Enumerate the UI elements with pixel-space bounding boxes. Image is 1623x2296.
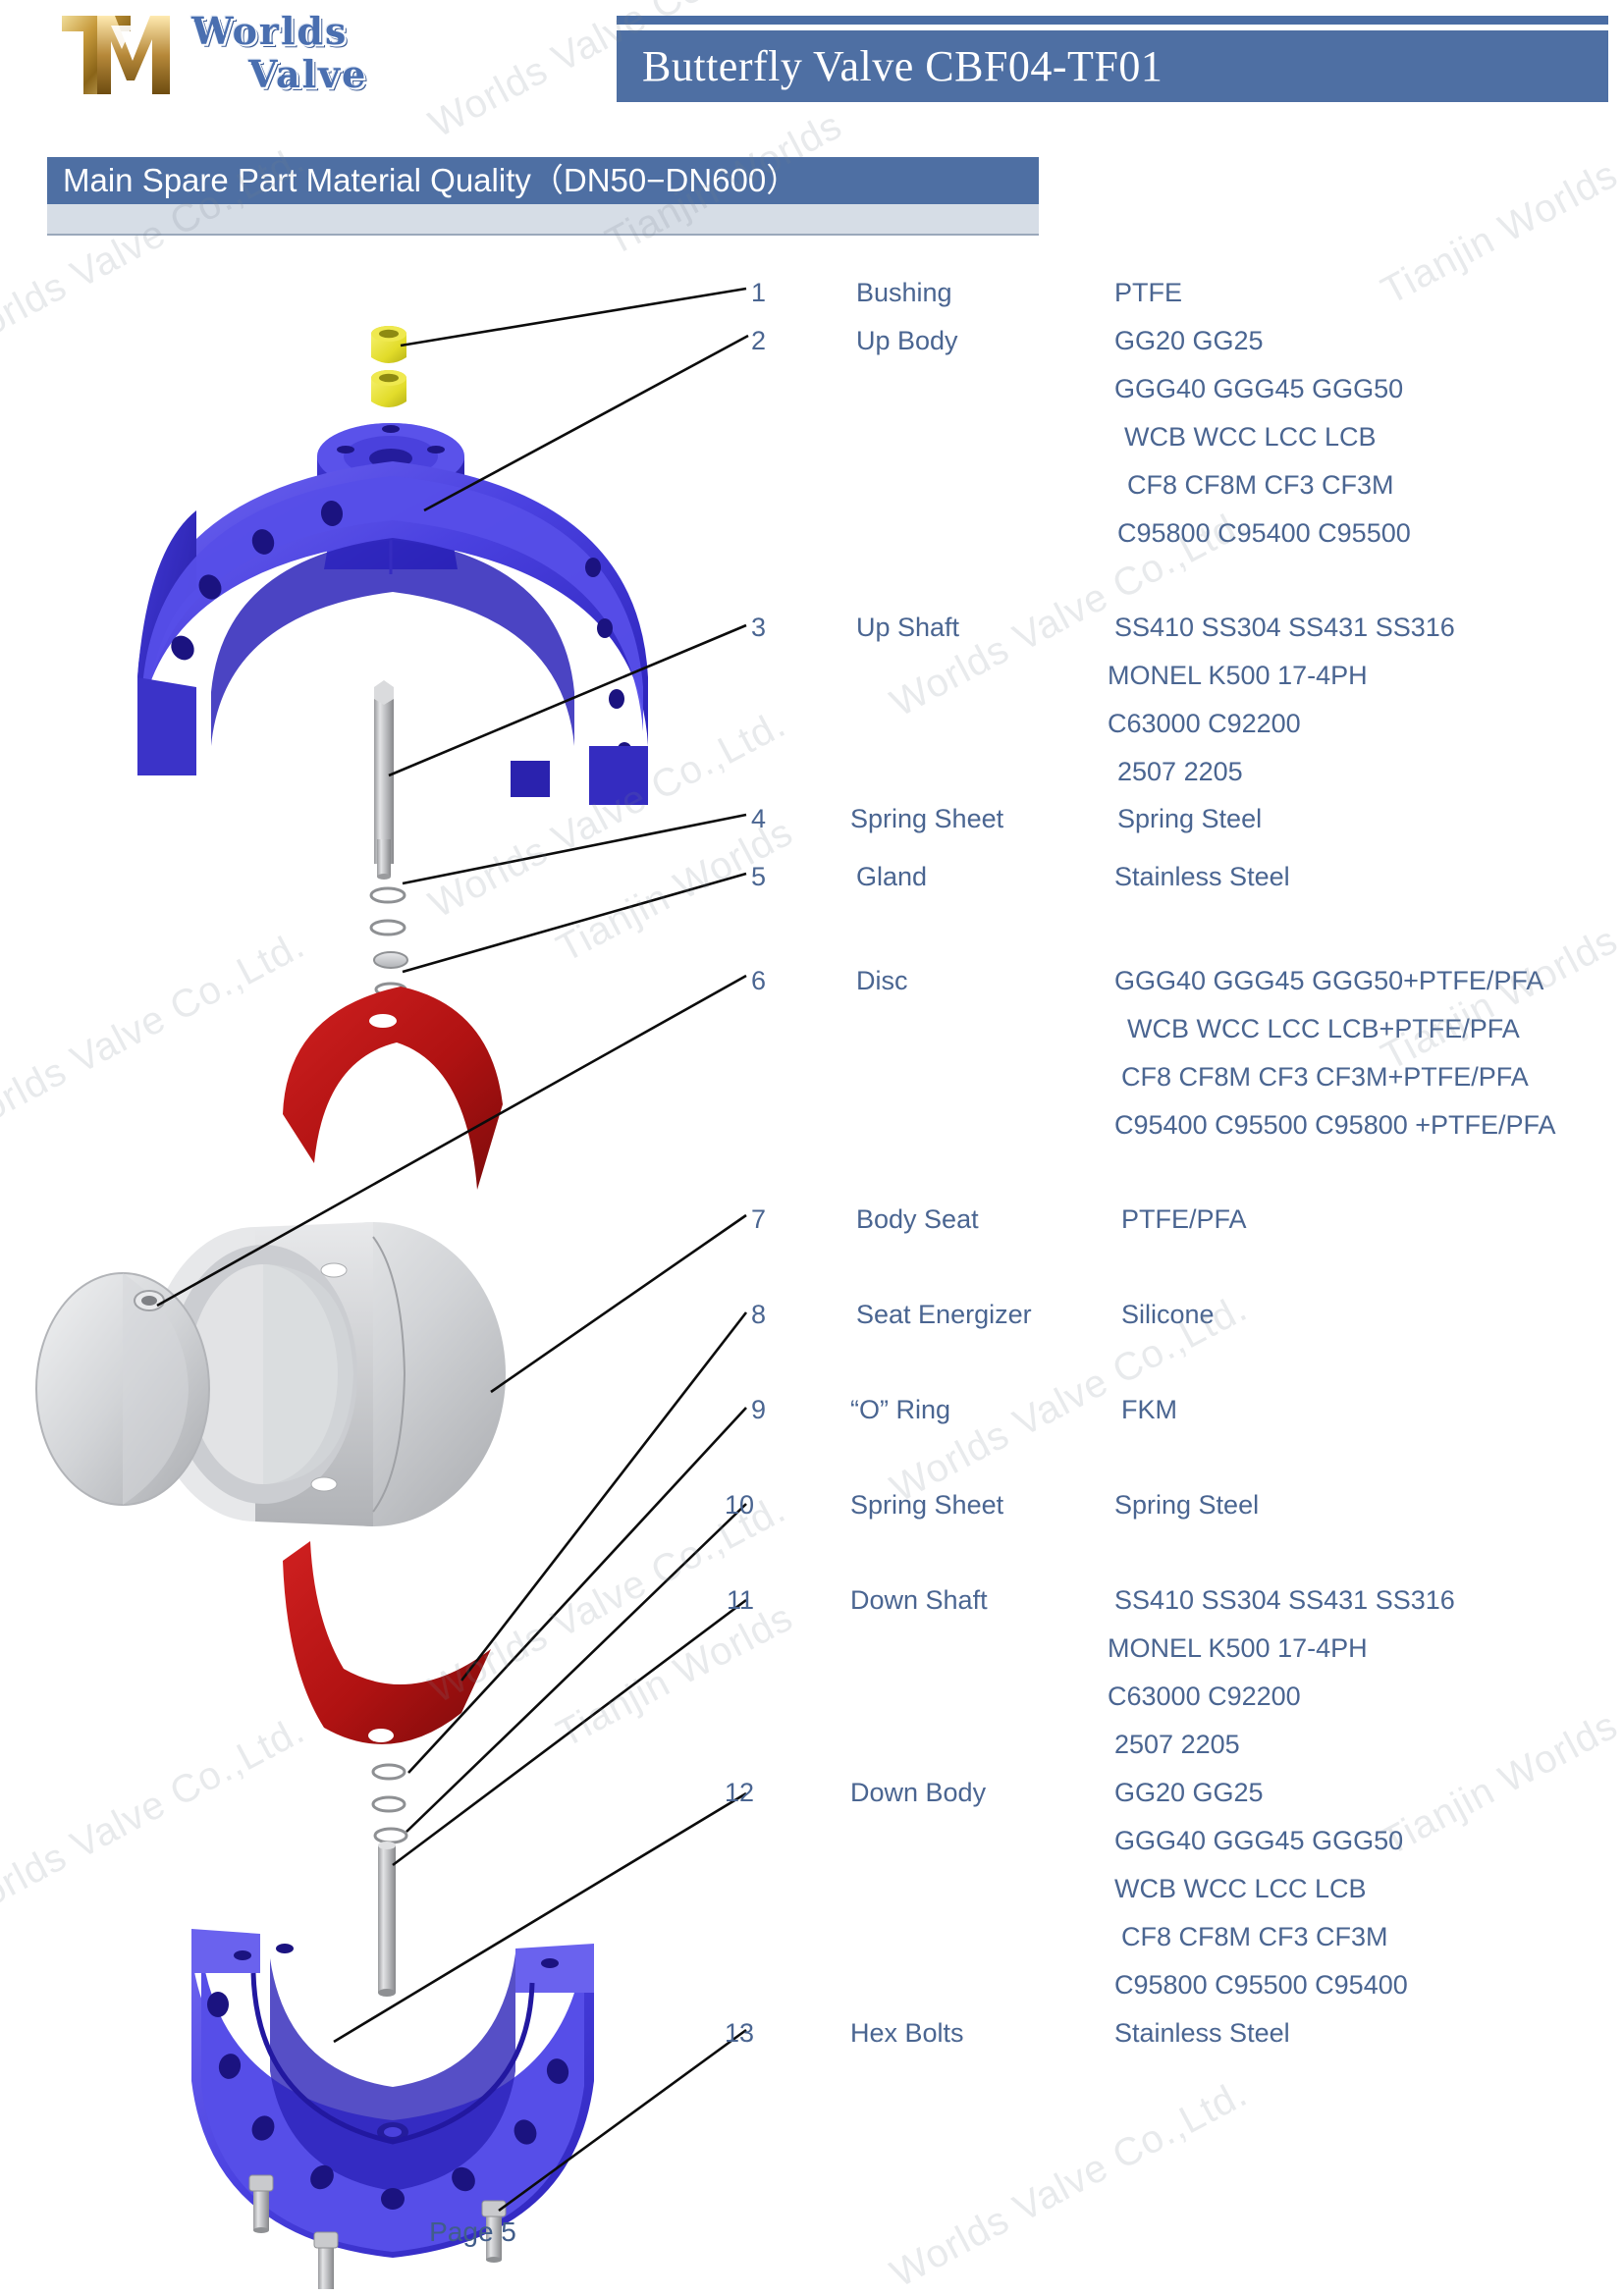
part-material-2-2: WCB WCC LCC LCB — [1124, 422, 1377, 452]
part-number-8: 8 — [750, 1300, 766, 1329]
section-underline — [47, 234, 1039, 236]
part-material-3-0: SS410 SS304 SS431 SS316 — [1114, 613, 1455, 642]
part-name-4: Spring Sheet — [850, 804, 1004, 833]
part-number-9: 9 — [750, 1395, 766, 1424]
part-material-8-0: Silicone — [1121, 1300, 1215, 1329]
part-material-12-1: GGG40 GGG45 GGG50 — [1114, 1826, 1404, 1855]
bushing-part-bottom — [371, 370, 406, 407]
part-material-11-0: SS410 SS304 SS431 SS316 — [1114, 1585, 1455, 1615]
hex-bolt-part-2 — [313, 2231, 339, 2289]
part-number-11: 11 — [726, 1585, 754, 1615]
page-footer: Page 5 — [0, 2216, 1623, 2248]
section-subbar — [47, 204, 1039, 234]
part-number-6: 6 — [750, 966, 766, 995]
part-name-9: “O” Ring — [850, 1395, 951, 1424]
part-number-5: 5 — [750, 862, 766, 891]
part-number-12: 12 — [724, 1778, 754, 1807]
part-name-1: Bushing — [856, 278, 952, 307]
part-material-12-0: GG20 GG25 — [1114, 1778, 1264, 1807]
part-name-8: Seat Energizer — [856, 1300, 1032, 1329]
part-material-12-2: WCB WCC LCC LCB — [1114, 1874, 1367, 1903]
logo-line-1: Worlds — [191, 9, 349, 53]
part-material-2-1: GGG40 GGG45 GGG50 — [1114, 374, 1404, 403]
part-name-10: Spring Sheet — [850, 1490, 1004, 1520]
part-material-3-2: C63000 C92200 — [1108, 709, 1301, 738]
part-material-11-2: C63000 C92200 — [1108, 1682, 1301, 1711]
part-name-7: Body Seat — [856, 1204, 979, 1234]
page-number: Page 5 — [429, 2216, 516, 2247]
title-top-rule — [617, 16, 1608, 25]
disc-part — [35, 1272, 210, 1506]
part-material-2-4: C95800 C95400 C95500 — [1117, 518, 1411, 548]
part-material-3-1: MONEL K500 17-4PH — [1108, 661, 1368, 690]
logo-line-2: Valve — [248, 51, 368, 96]
company-logo: Worlds Valve — [54, 8, 476, 102]
part-material-1-0: PTFE — [1114, 278, 1183, 307]
part-material-13-0: Stainless Steel — [1114, 2018, 1290, 2048]
part-number-2: 2 — [750, 326, 766, 355]
part-material-12-3: CF8 CF8M CF3 CF3M — [1121, 1922, 1388, 1951]
part-material-7-0: PTFE/PFA — [1121, 1204, 1247, 1234]
section-header: Main Spare Part Material Quality（DN50−DN… — [47, 157, 1039, 236]
part-material-5-0: Stainless Steel — [1114, 862, 1290, 891]
title-gap — [617, 25, 1608, 30]
part-name-3: Up Shaft — [856, 613, 960, 642]
product-title: Butterfly Valve CBF04-TF01 — [617, 30, 1608, 102]
section-title: Main Spare Part Material Quality（DN50−DN… — [47, 157, 1039, 204]
part-material-2-3: CF8 CF8M CF3 CF3M — [1127, 470, 1394, 500]
part-number-10: 10 — [724, 1490, 754, 1520]
part-number-3: 3 — [750, 613, 766, 642]
tm-monogram-icon — [62, 16, 170, 94]
part-material-2-0: GG20 GG25 — [1114, 326, 1264, 355]
part-material-6-1: WCB WCC LCC LCB+PTFE/PFA — [1127, 1014, 1520, 1043]
part-name-13: Hex Bolts — [850, 2018, 964, 2048]
part-material-4-0: Spring Steel — [1117, 804, 1263, 833]
part-name-2: Up Body — [856, 326, 958, 355]
part-material-6-3: C95400 C95500 C95800 +PTFE/PFA — [1114, 1110, 1556, 1140]
part-name-6: Disc — [856, 966, 908, 995]
part-name-12: Down Body — [850, 1778, 987, 1807]
part-material-12-4: C95800 C95500 C95400 — [1114, 1970, 1408, 2000]
part-material-11-3: 2507 2205 — [1114, 1730, 1240, 1759]
part-name-5: Gland — [856, 862, 928, 891]
hex-bolt-part-1 — [248, 2174, 274, 2233]
part-material-9-0: FKM — [1121, 1395, 1177, 1424]
part-material-10-0: Spring Steel — [1114, 1490, 1260, 1520]
part-number-7: 7 — [750, 1204, 766, 1234]
part-number-4: 4 — [750, 804, 766, 833]
part-material-6-2: CF8 CF8M CF3 CF3M+PTFE/PFA — [1121, 1062, 1529, 1092]
part-material-6-0: GGG40 GGG45 GGG50+PTFE/PFA — [1114, 966, 1544, 995]
part-material-11-1: MONEL K500 17-4PH — [1108, 1633, 1368, 1663]
bushing-part-top — [371, 326, 406, 363]
part-number-13: 13 — [724, 2018, 754, 2048]
product-title-banner: Butterfly Valve CBF04-TF01 — [617, 16, 1608, 102]
part-material-3-3: 2507 2205 — [1117, 757, 1243, 786]
part-number-1: 1 — [750, 278, 766, 307]
part-name-11: Down Shaft — [850, 1585, 988, 1615]
